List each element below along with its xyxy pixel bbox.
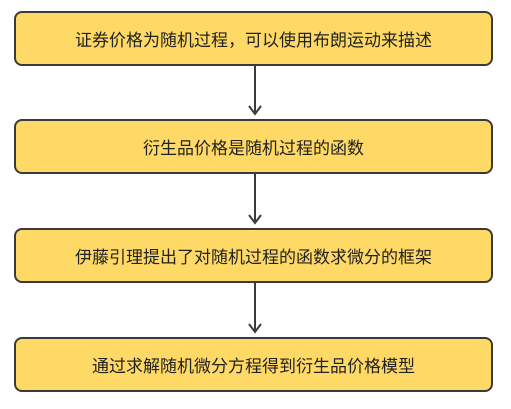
- arrow-3-to-4: [248, 283, 262, 334]
- flow-step-1: 证券价格为随机过程，可以使用布朗运动来描述: [14, 11, 493, 66]
- arrow-1-to-2: [248, 66, 262, 116]
- flow-step-1-label: 证券价格为随机过程，可以使用布朗运动来描述: [75, 31, 432, 51]
- flow-step-3: 伊藤引理提出了对随机过程的函数求微分的框架: [14, 228, 493, 283]
- flow-step-2-label: 衍生品价格是随机过程的函数: [143, 139, 364, 159]
- arrow-2-to-3: [248, 174, 262, 225]
- flow-step-4: 通过求解随机微分方程得到衍生品价格模型: [14, 337, 493, 392]
- flow-step-2: 衍生品价格是随机过程的函数: [14, 119, 493, 174]
- flow-step-4-label: 通过求解随机微分方程得到衍生品价格模型: [92, 357, 415, 377]
- flow-step-3-label: 伊藤引理提出了对随机过程的函数求微分的框架: [75, 248, 432, 268]
